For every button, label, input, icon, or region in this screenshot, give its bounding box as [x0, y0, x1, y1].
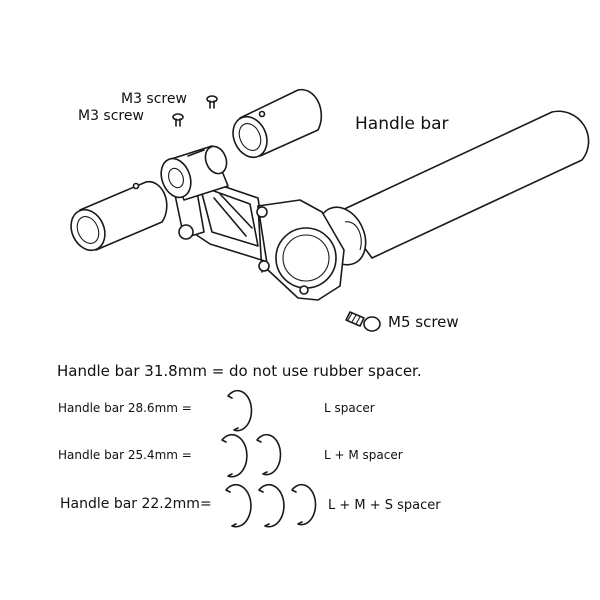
m3-screw-upper-label: M3 screw [121, 91, 187, 107]
note-31-8mm: Handle bar 31.8mm = do not use rubber sp… [57, 362, 422, 380]
row-spacers-25-4: L + M spacer [324, 448, 403, 462]
handle-bar-label: Handle bar [355, 114, 449, 134]
spacer-m-row2 [256, 433, 282, 476]
row-size-25-4: Handle bar 25.4mm = [58, 448, 192, 462]
throttle-clamp-body [173, 174, 345, 301]
row-spacers-28-6: L spacer [324, 401, 375, 415]
m5-screw-part [345, 311, 381, 332]
row-size-22-2: Handle bar 22.2mm= [60, 496, 212, 512]
handle-bar-tube [317, 110, 590, 266]
row-size-28-6: Handle bar 28.6mm = [58, 401, 192, 415]
m5-screw-label: M5 screw [388, 313, 459, 331]
m3-screw-lower-part [172, 113, 184, 127]
m3-screw-lower-label: M3 screw [78, 108, 144, 124]
row-spacers-22-2: L + M + S spacer [328, 498, 441, 513]
spacer-l-row1 [227, 389, 253, 432]
grip-tube-left [70, 180, 168, 252]
spacer-l-row3 [225, 483, 252, 528]
m3-screw-upper-part [206, 95, 218, 109]
spacer-l-row2 [221, 433, 248, 478]
spacer-s-row3 [291, 483, 317, 526]
spacer-m-row3 [258, 483, 285, 528]
cable-pulley [160, 145, 229, 201]
grip-tube-right [232, 88, 323, 159]
